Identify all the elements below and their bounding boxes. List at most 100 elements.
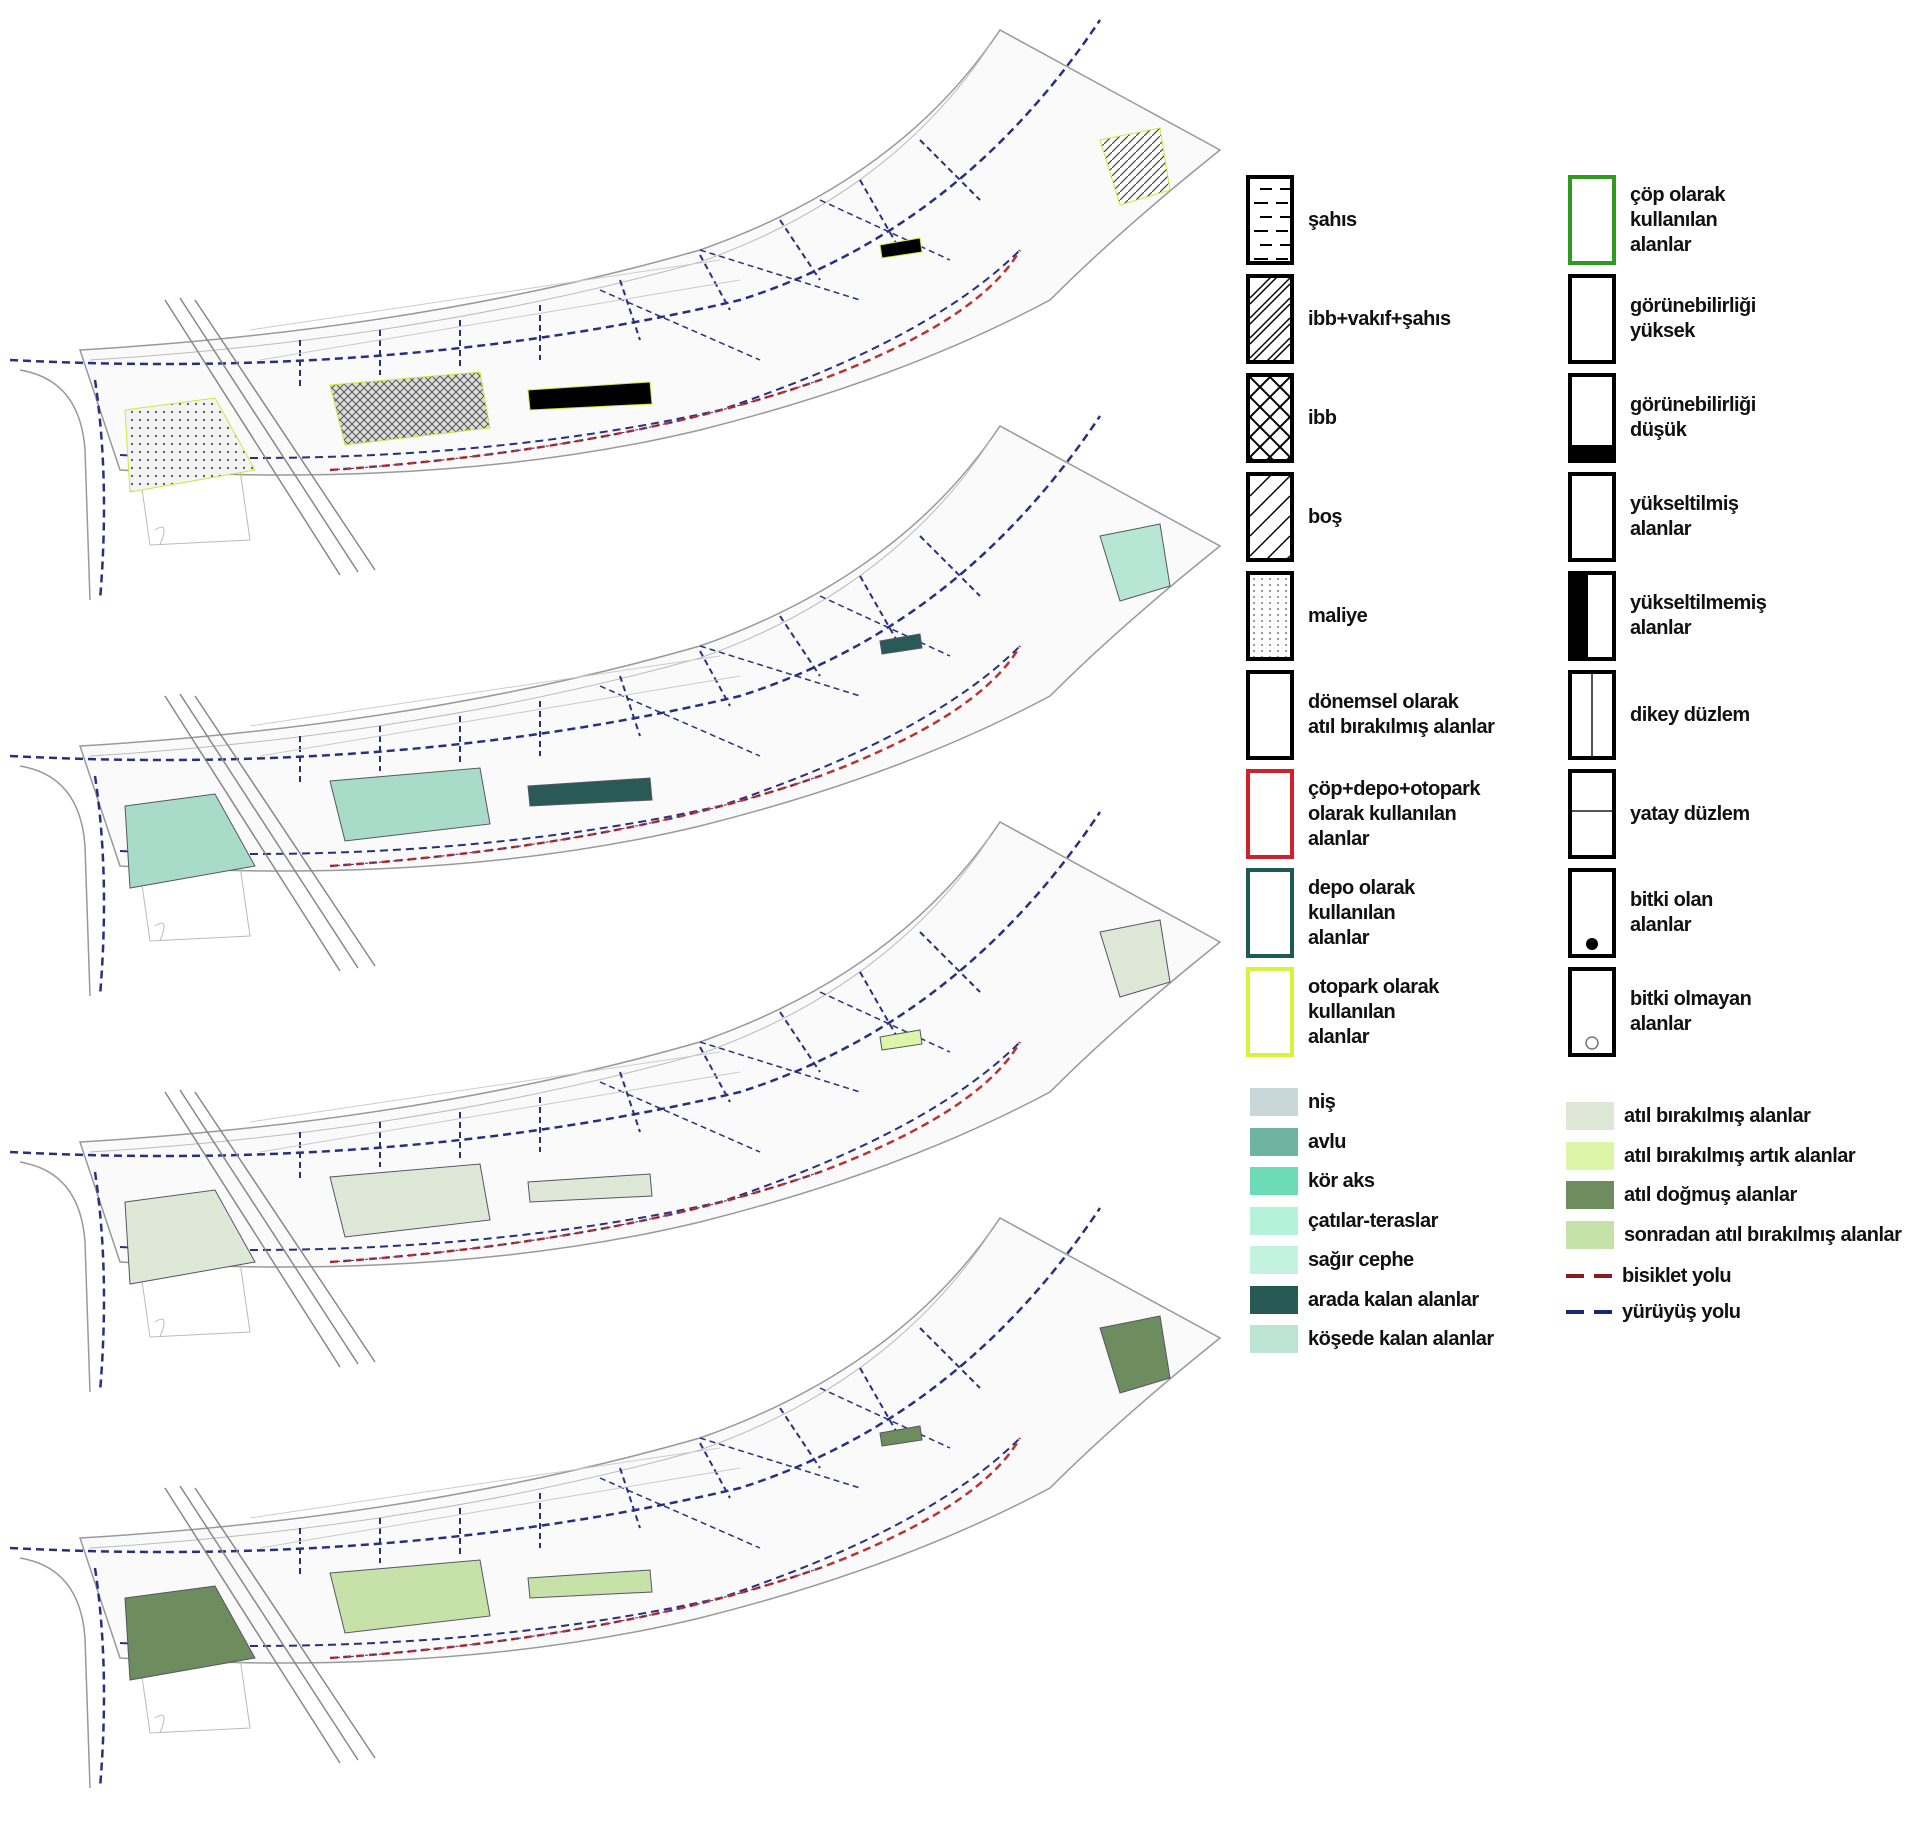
map-area-mid [329, 767, 491, 842]
legend-label: kör aks [1308, 1170, 1375, 1192]
legend-box-none [1246, 670, 1294, 760]
map-area-mid [329, 371, 491, 446]
map-area-small [879, 633, 923, 655]
legend-label: avlu [1308, 1130, 1347, 1153]
legend-box-hline [1568, 769, 1616, 859]
legend-label: köşede kalan alanlar [1308, 1328, 1494, 1350]
hline-pattern-icon [1572, 810, 1612, 812]
map-space-types [8, 414, 1222, 998]
legend-label: maliye [1308, 604, 1368, 627]
legend-label: atıl bırakılmış artık alanlar [1624, 1144, 1856, 1167]
open-dot-pattern-icon [1585, 1036, 1599, 1050]
legend-swatch [1250, 1127, 1298, 1156]
legend-label: sonradan atıl bırakılmış alanlar [1624, 1223, 1902, 1246]
legend-box-double-hatch [1246, 274, 1294, 364]
legend-label: niş [1308, 1091, 1336, 1113]
bottom-bar-pattern-icon [1572, 445, 1612, 459]
map-origin [8, 1206, 1222, 1790]
none-pattern-icon [1572, 278, 1612, 360]
legend-label: ibb+vakıf+şahıs [1308, 307, 1451, 330]
site-maps [8, 18, 1222, 1790]
legend-box-none [1568, 274, 1616, 364]
map-ownership [8, 18, 1222, 602]
none-pattern-icon [1572, 179, 1612, 261]
legend-box-none [1568, 472, 1616, 562]
legend-label: şahıs [1308, 208, 1357, 231]
map-area-right [1099, 1315, 1171, 1394]
none-pattern-icon [1572, 476, 1612, 558]
legend-box-filled-dot [1568, 868, 1616, 958]
legend-box-dashes [1246, 175, 1294, 265]
map-area-strip [527, 1173, 653, 1203]
map-area-right [1099, 919, 1171, 998]
legend-label: yürüyüş yolu [1622, 1301, 1741, 1323]
legend-box-left-bar [1568, 571, 1616, 661]
legend-swatch [1566, 1102, 1614, 1130]
legend-label: bisiklet yolu [1622, 1265, 1732, 1287]
none-pattern-icon [1250, 773, 1290, 855]
legend-line-icon [1566, 1310, 1614, 1314]
legend-swatch [1566, 1141, 1614, 1170]
hatch-pattern-icon [1250, 476, 1290, 558]
legend-label: yatay düzlem [1630, 802, 1750, 825]
legend-box-none [1246, 868, 1294, 958]
legend-box-none [1246, 967, 1294, 1057]
map-area-strip [527, 1569, 653, 1599]
legend-swatch [1250, 1285, 1298, 1314]
legend-label: ibb [1308, 406, 1337, 429]
legend-label: arada kalan alanlar [1308, 1288, 1479, 1311]
dots-pattern-icon [1253, 578, 1287, 657]
legend-box-crosshatch [1246, 373, 1294, 463]
legend-box-vline [1568, 670, 1616, 760]
map-area-mid [329, 1163, 491, 1238]
none-pattern-icon [1250, 674, 1290, 756]
legend-box-bottom-bar [1568, 373, 1616, 463]
map-area-right [1099, 127, 1171, 206]
map-area-left [124, 1585, 256, 1681]
legend-swatch [1250, 1206, 1298, 1235]
crosshatch-pattern-icon [1250, 377, 1290, 459]
legend-swatch [1250, 1088, 1298, 1116]
dashes-pattern-icon [1254, 188, 1290, 260]
none-pattern-icon [1250, 971, 1290, 1053]
map-area-left [124, 1189, 256, 1285]
legend-label: atıl doğmuş alanlar [1624, 1184, 1797, 1206]
map-area-small [879, 237, 923, 259]
legend-label: sağır cephe [1308, 1249, 1414, 1271]
filled-dot-pattern-icon [1586, 938, 1598, 950]
map-area-left [124, 397, 256, 493]
double-hatch-pattern-icon [1250, 278, 1290, 360]
legend-label: çatılar-teraslar [1308, 1209, 1438, 1232]
legend-box-hatch [1246, 472, 1294, 562]
map-area-left [124, 793, 256, 889]
legend-swatch [1250, 1325, 1298, 1353]
legend-box-none [1246, 769, 1294, 859]
legend-swatch [1250, 1246, 1298, 1274]
none-pattern-icon [1250, 872, 1290, 954]
legend-label: boş [1308, 505, 1343, 528]
legend-line-icon [1566, 1274, 1614, 1278]
legend-swatch [1566, 1220, 1614, 1249]
legend-box-none [1568, 175, 1616, 265]
legend-label: dikey düzlem [1630, 703, 1750, 726]
map-area-small [879, 1425, 923, 1447]
map-area-strip [527, 381, 653, 411]
map-area-mid [329, 1559, 491, 1634]
legend-swatch [1566, 1181, 1614, 1209]
map-area-right [1099, 523, 1171, 602]
legend-box-dots [1246, 571, 1294, 661]
map-abandoned [8, 810, 1222, 1394]
legend-swatch [1250, 1167, 1298, 1195]
vline-pattern-icon [1591, 674, 1593, 756]
legend-label: atıl bırakılmış alanlar [1624, 1105, 1811, 1127]
